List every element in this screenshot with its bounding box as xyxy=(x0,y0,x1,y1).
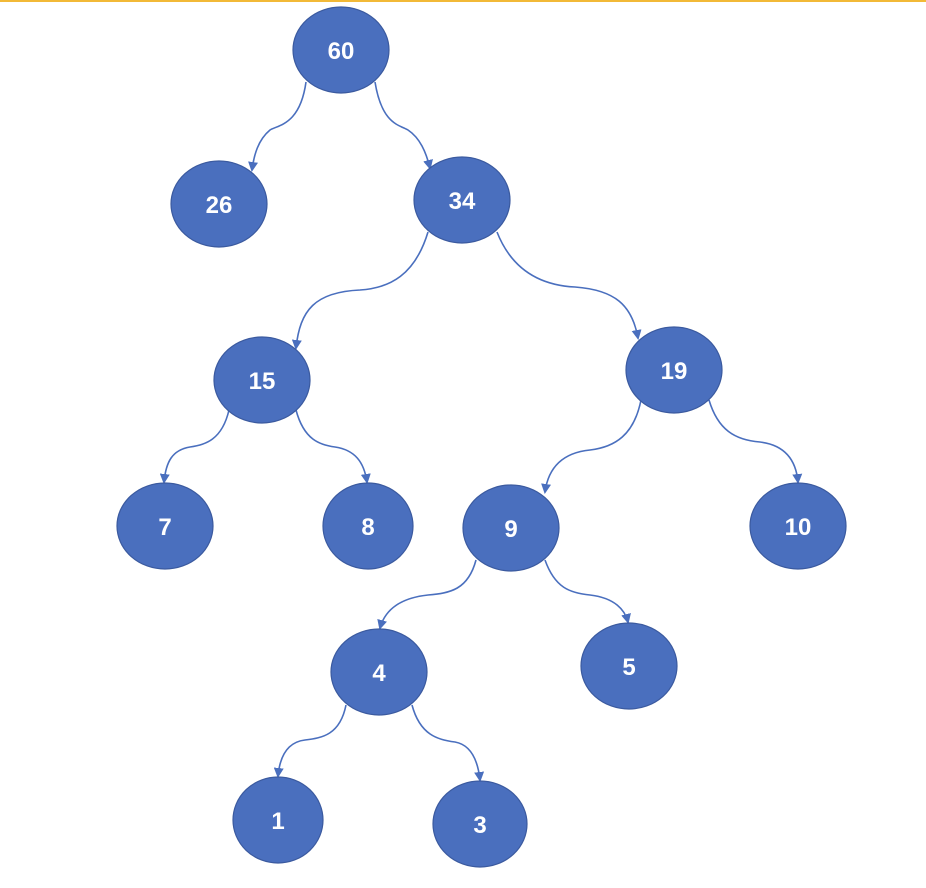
node-shape xyxy=(322,482,414,570)
tree-node: 26 xyxy=(170,160,268,248)
edge-34-19 xyxy=(496,231,642,340)
edge-60-26 xyxy=(248,81,307,172)
edge-15-8 xyxy=(295,409,371,484)
node-label: 3 xyxy=(473,812,486,839)
tree-node: 15 xyxy=(213,336,311,424)
node-shape xyxy=(462,484,560,572)
node-shape xyxy=(292,6,390,94)
node-label: 15 xyxy=(249,368,276,395)
node-shape xyxy=(170,160,268,248)
tree-node: 19 xyxy=(625,326,723,414)
edge-60-34 xyxy=(374,81,433,170)
node-shape xyxy=(580,622,678,710)
edge-4-1 xyxy=(273,704,347,778)
tree-node: 8 xyxy=(322,482,414,570)
node-label: 7 xyxy=(158,514,171,541)
node-label: 9 xyxy=(504,516,517,543)
edges xyxy=(159,81,803,782)
tree-node: 60 xyxy=(292,6,390,94)
node-shape xyxy=(232,776,324,864)
node-label: 34 xyxy=(449,188,476,215)
node-label: 4 xyxy=(372,660,386,687)
node-shape xyxy=(432,780,528,868)
node-shape xyxy=(413,156,511,244)
node-label: 26 xyxy=(206,192,233,219)
edge-9-4 xyxy=(377,559,477,630)
tree-node: 7 xyxy=(116,482,214,570)
edge-34-15 xyxy=(291,231,429,350)
node-label: 5 xyxy=(622,654,635,681)
node-label: 1 xyxy=(271,808,284,835)
top-rule xyxy=(0,0,926,2)
tree-node: 10 xyxy=(749,482,847,570)
edge-19-10 xyxy=(708,399,803,484)
tree-node: 4 xyxy=(330,628,428,716)
tree-node: 3 xyxy=(432,780,528,868)
node-label: 19 xyxy=(661,358,688,385)
tree-node: 5 xyxy=(580,622,678,710)
node-label: 10 xyxy=(785,514,812,541)
node-shape xyxy=(213,336,311,424)
edge-15-7 xyxy=(159,409,230,484)
edge-19-9 xyxy=(541,399,642,494)
node-label: 8 xyxy=(361,514,374,541)
node-shape xyxy=(330,628,428,716)
node-shape xyxy=(116,482,214,570)
node-shape xyxy=(625,326,723,414)
node-shape xyxy=(749,482,847,570)
tree-node: 1 xyxy=(232,776,324,864)
tree-node: 34 xyxy=(413,156,511,244)
tree-node: 9 xyxy=(462,484,560,572)
edge-4-3 xyxy=(411,704,485,782)
node-label: 60 xyxy=(328,38,355,65)
nodes: 60 26 34 15 19 7 xyxy=(116,6,847,868)
edge-9-5 xyxy=(544,559,631,624)
